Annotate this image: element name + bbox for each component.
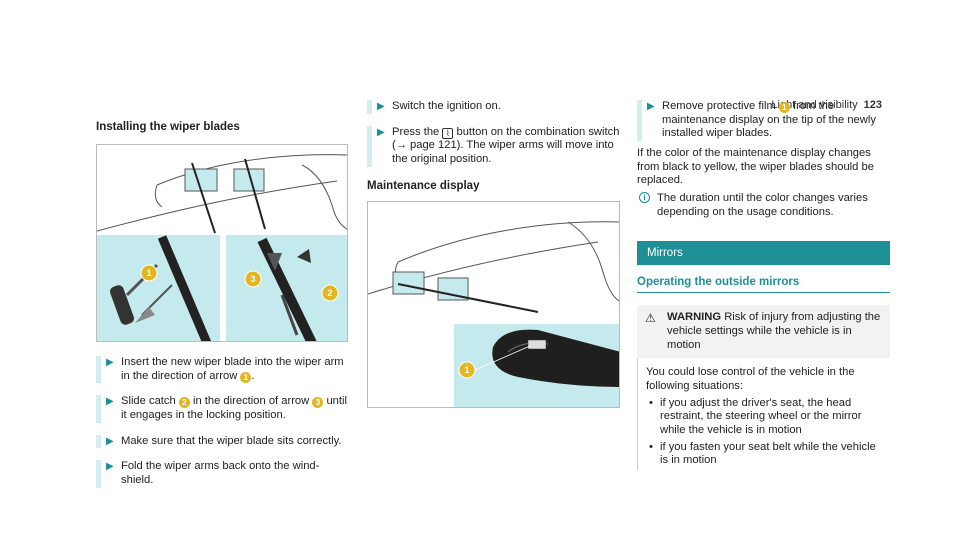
page-number: 123 [863,99,882,111]
callout-badge: 3 [312,397,324,409]
callout-badge: 2 [178,397,190,409]
step-arrow-icon: ▶ [106,396,114,408]
section-title: Installing the wiper blades [96,121,240,133]
instruction-step: ▶ Make sure that the wiper blade sits co… [96,434,348,449]
wiper-install-figure: 1 3 2 [96,144,348,343]
column-install-wiper: Installing the wiper blades [96,120,348,500]
wiper-service-icon: ⌇ [442,127,454,139]
color-change-paragraph: If the color of the maintenance display … [637,146,874,187]
maintenance-display-title: Maintenance display [367,179,480,192]
column-mirrors: ▶ Remove protective film 1 from the main… [637,100,890,470]
figure-callout: 1 [146,268,151,278]
column-maintenance: ▶ Switch the ignition on. ▶ Press the ⌇ … [367,100,620,408]
list-item: if you fasten your seat belt while the v… [646,441,884,468]
figure-callout: 2 [327,288,332,298]
maintenance-display-illustration: 1 [368,220,619,407]
info-icon: i [639,191,650,203]
callout-badge: 1 [778,102,790,113]
step-arrow-icon: ▶ [377,101,385,112]
mirrors-subheading: Operating the outside mirrors [637,275,890,294]
instruction-step: ▶ Slide catch 2 in the direction of arro… [96,395,348,423]
step-arrow-icon: ▶ [106,435,114,447]
step-arrow-icon: ▶ [377,126,385,138]
page-header: Light and visibility 123 [771,99,882,112]
warning-box: ⚠ WARNING Risk of injury from adjusting … [637,305,890,359]
mirrors-section-bar: Mirrors [637,241,890,266]
instruction-step: ▶ Insert the new wiper blade into the wi… [96,356,348,384]
warning-details: You could lose control of the vehicle in… [637,358,890,470]
instruction-step: ▶ Press the ⌇ button on the combination … [367,125,620,167]
warning-label: WARNING [667,311,722,324]
wiper-install-illustration: 1 3 2 [97,154,347,342]
info-note: i The duration until the color changes v… [637,191,890,219]
instruction-step: ▶ Fold the wiper arms back onto the wind… [96,460,348,488]
instruction-step: ▶ Remove protective film 1 from the main… [637,100,890,141]
instruction-step: ▶ Switch the ignition on. [367,100,620,114]
step-arrow-icon: ▶ [647,101,655,112]
step-arrow-icon: ▶ [106,461,114,473]
figure-callout: 3 [250,274,255,284]
step-arrow-icon: ▶ [106,357,114,369]
list-item: if you adjust the driver's seat, the hea… [646,397,884,438]
section-name: Light and visibility [771,99,858,111]
callout-badge: 1 [240,371,252,383]
figure-callout: 1 [464,365,469,375]
warning-icon: ⚠ [645,311,656,326]
maintenance-display-figure: 1 [367,200,620,408]
